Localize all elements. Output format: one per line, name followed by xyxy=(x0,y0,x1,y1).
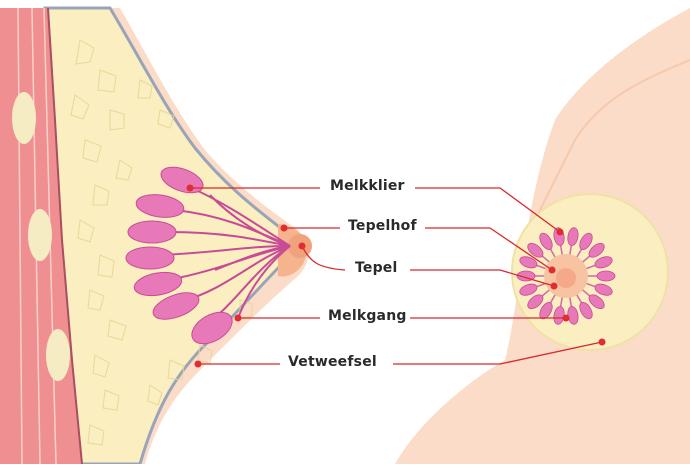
rib-3 xyxy=(46,329,70,381)
dot-tepel-side xyxy=(299,243,306,250)
rib-1 xyxy=(12,92,36,144)
rib-2 xyxy=(28,209,52,261)
front-lobe xyxy=(597,271,615,281)
dot-tepel-front xyxy=(551,283,558,290)
front-view xyxy=(395,8,690,464)
label-tepelhof: Tepelhof xyxy=(348,218,417,234)
dot-melkklier-front xyxy=(557,229,564,236)
lobe xyxy=(126,247,174,269)
lobe xyxy=(128,221,176,243)
dot-tepelhof-side xyxy=(281,225,288,232)
dot-vetweefsel-front xyxy=(599,339,606,346)
side-view-cross-section xyxy=(0,8,312,464)
dot-melkgang-side xyxy=(235,315,242,322)
dot-melkklier-side xyxy=(187,185,194,192)
label-melkklier: Melkklier xyxy=(330,178,405,194)
label-vetweefsel: Vetweefsel xyxy=(288,354,377,370)
dot-tepelhof-front xyxy=(549,267,556,274)
label-tepel: Tepel xyxy=(355,260,398,276)
label-melkgang: Melkgang xyxy=(328,308,407,324)
dot-vetweefsel-side xyxy=(195,361,202,368)
front-fat-tissue xyxy=(512,194,668,350)
dot-melkgang-front xyxy=(563,315,570,322)
front-nipple xyxy=(556,268,576,288)
